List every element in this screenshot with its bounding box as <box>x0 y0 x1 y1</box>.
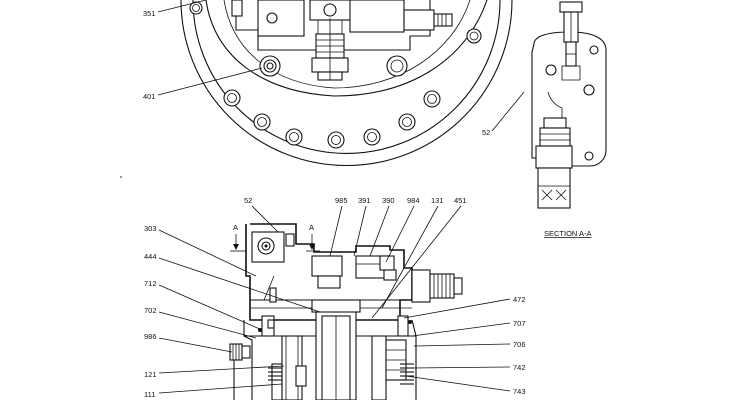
label-986: 986 <box>144 332 157 341</box>
callout-985: 985 <box>329 196 348 257</box>
section-mark-right: A <box>309 223 314 232</box>
section-mark-left: A <box>233 223 238 232</box>
callout-303: 303 <box>144 224 257 277</box>
label-707: 707 <box>513 319 526 328</box>
callout-743: 743 <box>405 375 526 396</box>
brake-discs <box>268 363 414 385</box>
callout-707: 707 <box>411 319 526 337</box>
callout-984: 984 <box>385 196 420 263</box>
section-title: SECTION A-A <box>544 229 592 238</box>
label-742: 742 <box>513 363 526 372</box>
label-743: 743 <box>513 387 526 396</box>
callout-472: 472 <box>403 295 526 319</box>
label-444: 444 <box>144 252 157 261</box>
top-view-housing <box>180 0 513 166</box>
label-451: 451 <box>454 196 467 205</box>
callout-702: 702 <box>144 306 257 339</box>
callout-712: 712 <box>144 279 263 331</box>
label-52-top: 52 <box>244 196 252 205</box>
cross-section-view <box>229 223 463 400</box>
plug-401 <box>259 55 281 77</box>
callout-351: 351 <box>143 0 207 18</box>
callout-391: 391 <box>353 196 371 257</box>
callout-131: 131 <box>381 196 444 309</box>
label-712: 712 <box>144 279 157 288</box>
callout-742: 742 <box>411 363 526 372</box>
section-arrow-left: A <box>230 223 246 252</box>
callout-706: 706 <box>413 340 526 349</box>
callout-401: 401 <box>143 67 263 101</box>
port-right <box>386 55 408 77</box>
label-351: 351 <box>143 9 156 18</box>
callout-444: 444 <box>144 252 321 313</box>
bolt-holes <box>189 1 482 149</box>
label-111: 111 <box>144 390 155 399</box>
callout-52-section: 52 <box>482 91 525 137</box>
callout-52-top: 52 <box>244 196 279 233</box>
section-a-a-view <box>531 1 607 209</box>
label-121: 121 <box>144 370 157 379</box>
label-472: 472 <box>513 295 526 304</box>
label-390: 390 <box>382 196 395 205</box>
callout-451: 451 <box>371 196 467 319</box>
label-702: 702 <box>144 306 157 315</box>
label-401: 401 <box>143 92 156 101</box>
section-arrow-right: A <box>306 223 320 252</box>
label-984: 984 <box>407 196 420 205</box>
label-391: 391 <box>358 196 371 205</box>
label-985: 985 <box>335 196 348 205</box>
callout-390: 390 <box>369 196 395 257</box>
callout-121: 121 <box>144 365 285 379</box>
label-52-section: 52 <box>482 128 490 137</box>
callout-111: 111 <box>144 383 283 399</box>
label-706: 706 <box>513 340 526 349</box>
label-131: 131 <box>431 196 444 205</box>
callout-986: 986 <box>144 332 233 353</box>
label-303: 303 <box>144 224 157 233</box>
relief-valve-block <box>231 0 453 81</box>
